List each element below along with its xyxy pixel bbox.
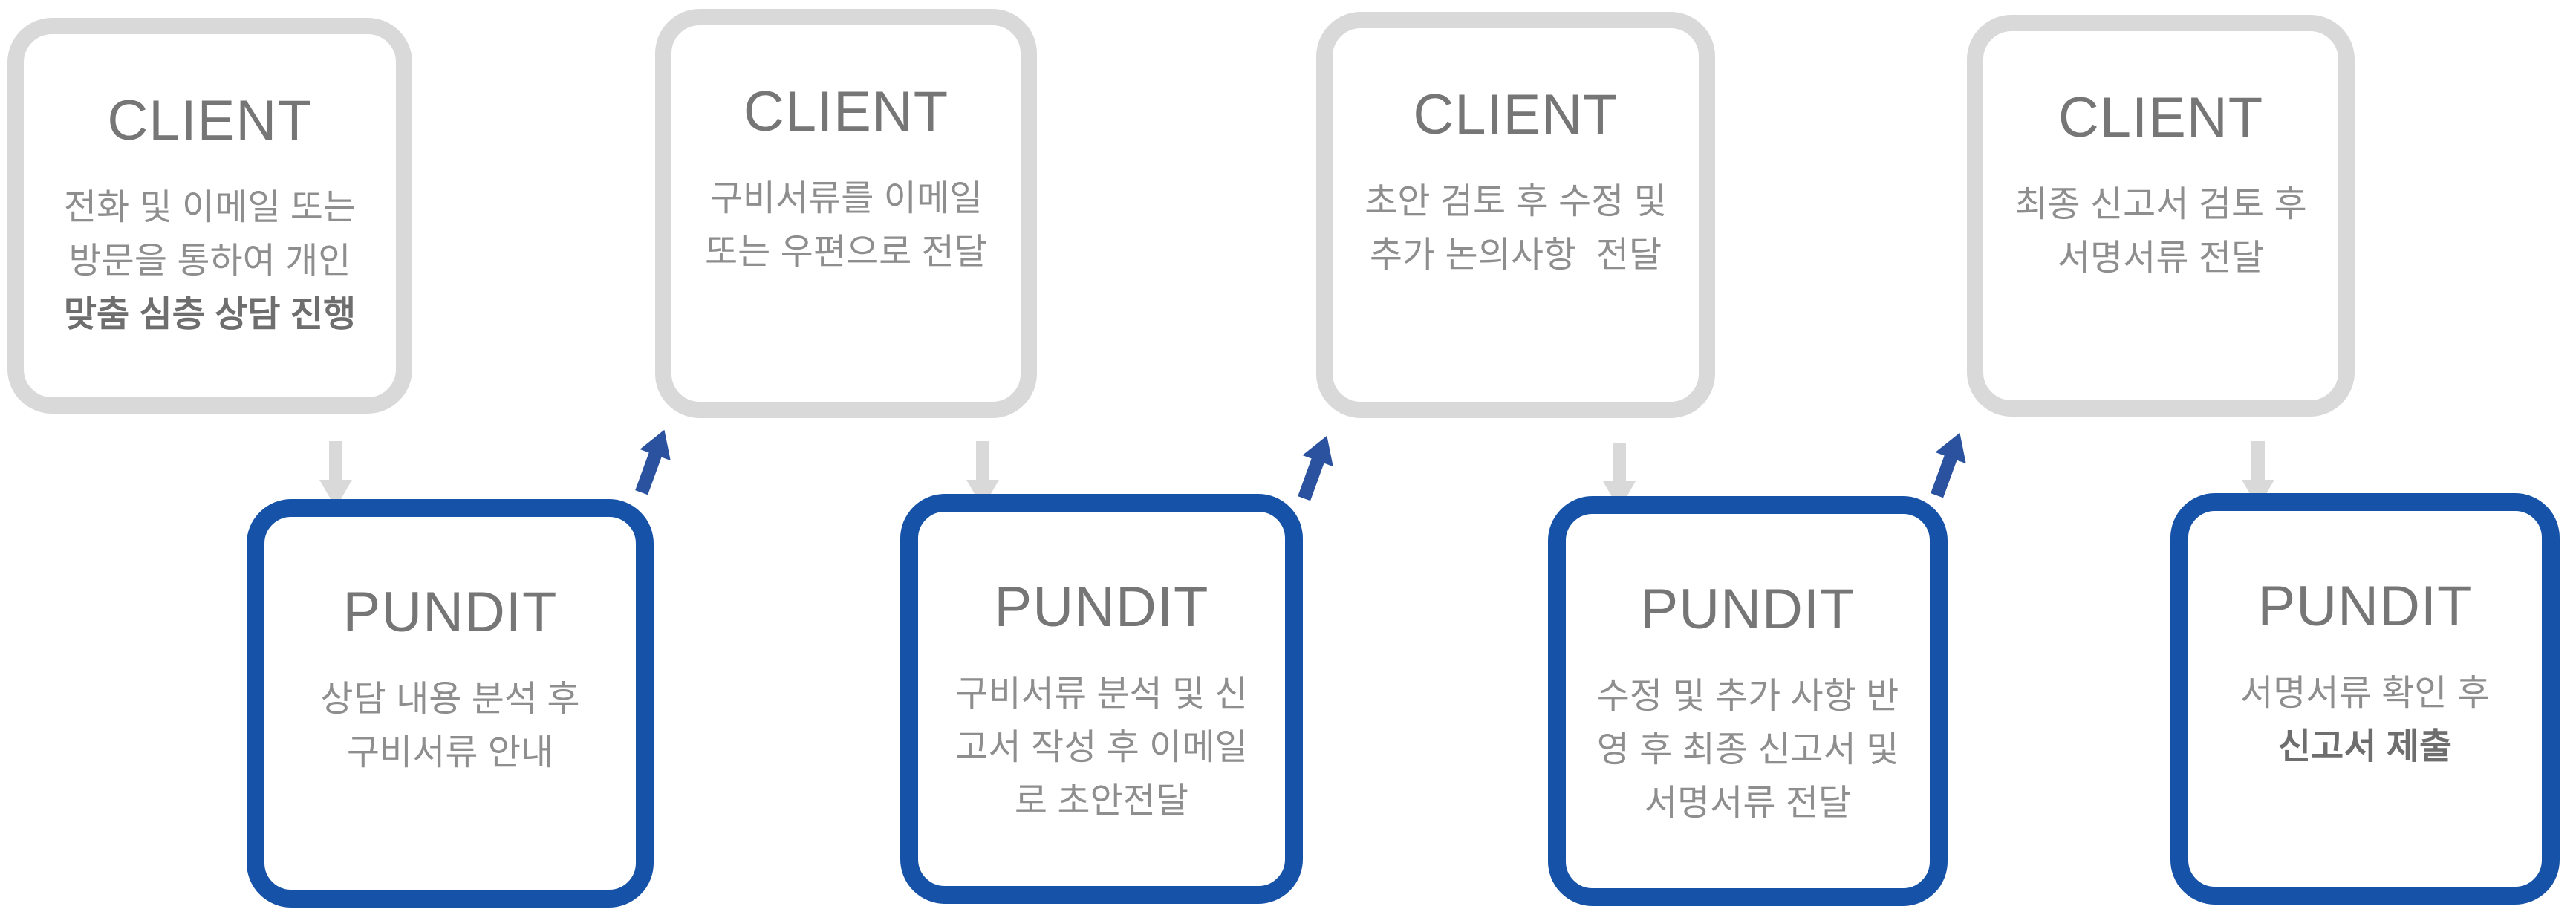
client-title: CLIENT: [107, 89, 313, 152]
body-line: 방문을 통하여 개인: [68, 241, 351, 281]
body-line: 전화 및 이메일 또는: [63, 188, 357, 227]
up-arrow-icon-1: [625, 424, 680, 498]
client-title: CLIENT: [1413, 83, 1619, 146]
client-title: CLIENT: [2058, 86, 2264, 149]
body-line: 구비서류 분석 및 신: [955, 674, 1248, 714]
up-arrow-icon-2: [1288, 430, 1343, 504]
body-line: 초안 검토 후 수정 및: [1365, 182, 1667, 221]
client-title: CLIENT: [743, 80, 949, 143]
body-line: 구비서류 안내: [346, 733, 554, 772]
pundit-title: PUNDIT: [994, 576, 1209, 639]
down-arrow-icon-1: [319, 441, 353, 508]
body-line: 맞춤 심층 상담 진행: [63, 295, 357, 334]
body-line: 신고서 제출: [2277, 727, 2453, 766]
body-line: 서명서류 전달: [2057, 238, 2265, 278]
body-line: 최종 신고서 검토 후: [2014, 185, 2307, 224]
body-line: 추가 논의사항 전달: [1369, 235, 1662, 275]
up-arrow-icon-3: [1921, 427, 1976, 501]
body-line: 고서 작성 후 이메일: [955, 728, 1248, 767]
body-line: 서명서류 전달: [1644, 784, 1852, 823]
body-line: 로 초안전달: [1014, 781, 1189, 821]
pundit-title: PUNDIT: [342, 581, 558, 644]
body-line: 수정 및 추가 사항 반: [1596, 677, 1899, 716]
pundit-title: PUNDIT: [2257, 575, 2473, 638]
body-line: 또는 우편으로 전달: [705, 232, 987, 272]
body-line: 상담 내용 분석 후: [320, 680, 580, 719]
body-line: 영 후 최종 신고서 및: [1596, 730, 1899, 769]
down-arrow-icon-3: [1602, 443, 1636, 509]
body-line: 구비서류를 이메일: [709, 179, 983, 218]
pundit-title: PUNDIT: [1640, 578, 1855, 641]
body-line: 서명서류 확인 후: [2240, 674, 2490, 713]
